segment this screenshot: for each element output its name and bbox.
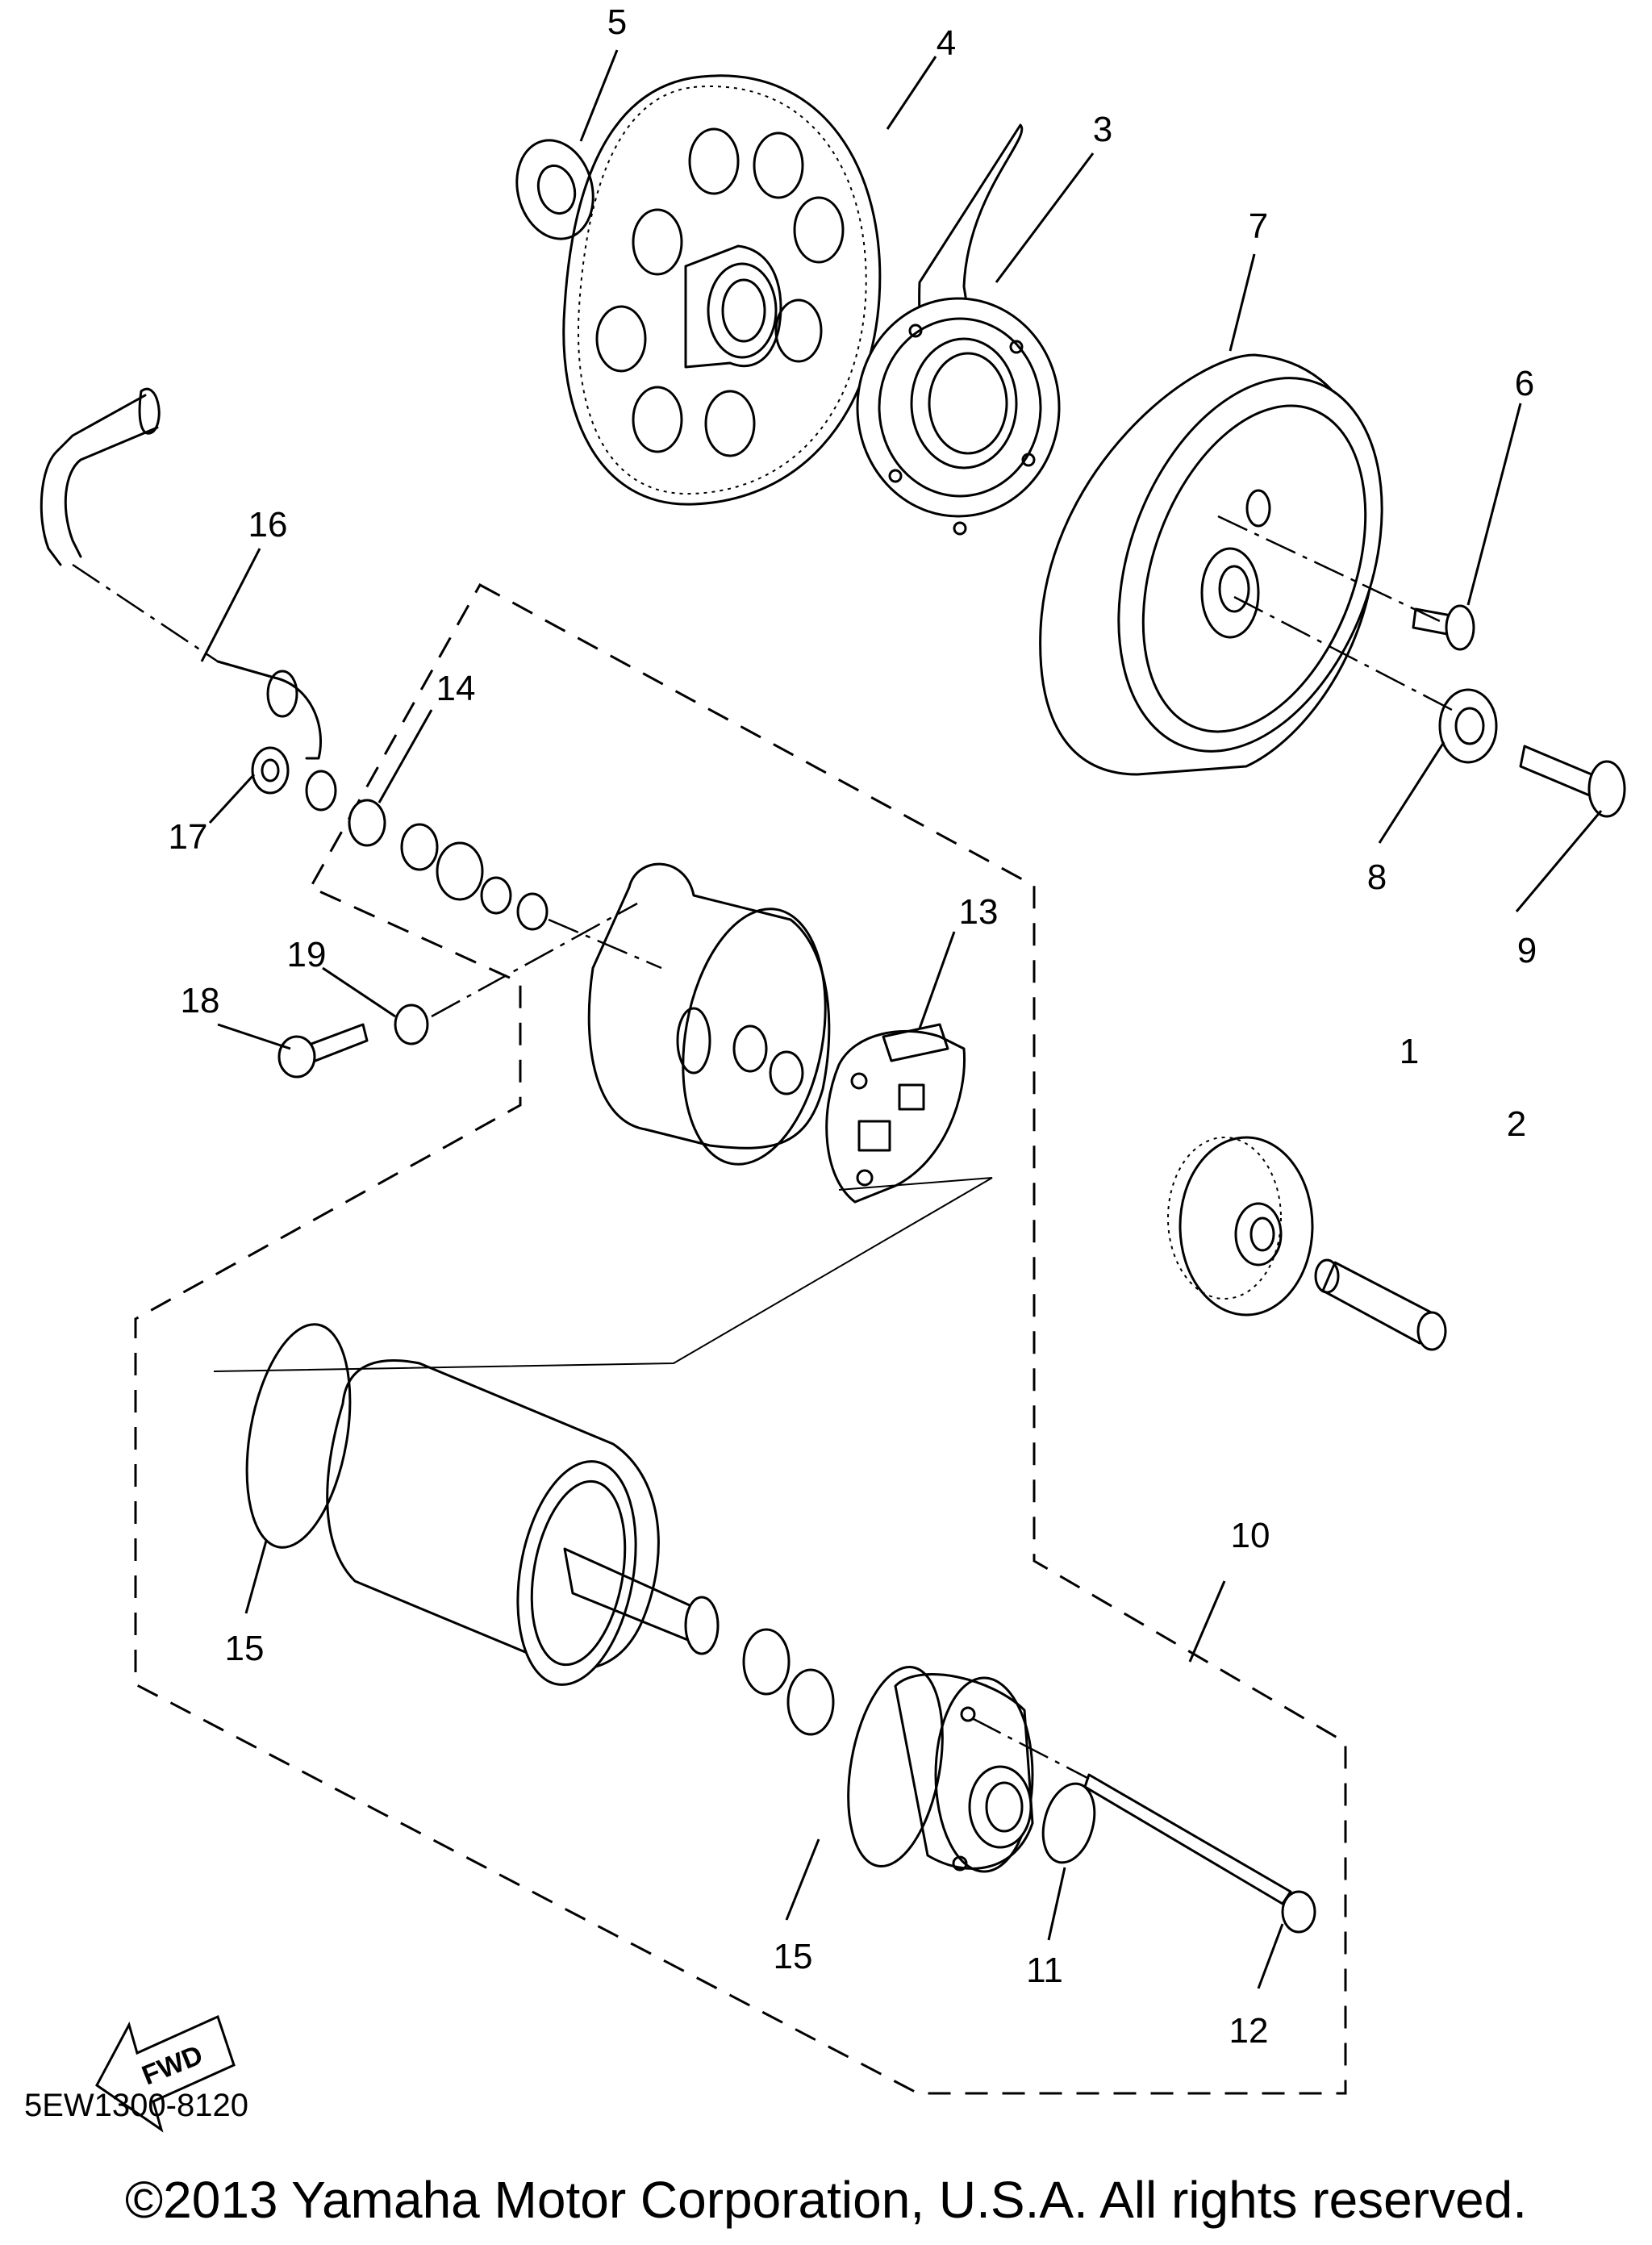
fwd-arrow-icon: FWD <box>95 2014 236 2133</box>
part-7-rotor <box>1039 353 1383 776</box>
part-19-washer <box>394 1004 429 1045</box>
starter-rear-cover <box>587 862 831 1166</box>
callout-6: 6 <box>1515 364 1534 403</box>
part-8-washer <box>1233 595 1498 764</box>
callout-4: 4 <box>937 23 956 63</box>
part-4-gear-plate <box>562 74 882 506</box>
starter-yoke-armature <box>326 1359 720 1686</box>
armature-washer-2 <box>786 1668 835 1736</box>
callout-8: 8 <box>1367 858 1387 897</box>
armature-washer-1 <box>742 1628 791 1696</box>
part-11-o-ring <box>1041 1782 1096 1864</box>
callout-2: 2 <box>1507 1104 1526 1144</box>
callout-10: 10 <box>1231 1516 1270 1555</box>
part-15-o-ring-lower <box>847 1666 944 1867</box>
callout-7: 7 <box>1249 207 1268 246</box>
callout-15-lower: 15 <box>774 1937 813 1976</box>
callout-13: 13 <box>959 892 999 932</box>
terminal-lug <box>305 770 337 812</box>
part-1-idle-gear <box>1167 1136 1314 1317</box>
part-12-through-bolt <box>971 1717 1316 1934</box>
callout-3: 3 <box>1093 110 1112 149</box>
callout-15-upper: 15 <box>225 1629 265 1668</box>
callout-17: 17 <box>169 817 208 857</box>
part-14-washer-stack <box>348 799 662 970</box>
callout-9: 9 <box>1517 931 1537 970</box>
part-15-o-ring-upper <box>245 1323 352 1549</box>
starter-assembly-outline <box>134 582 1347 2095</box>
part-16-starter-cable <box>40 387 323 760</box>
callout-5: 5 <box>607 2 627 42</box>
callout-14: 14 <box>436 669 476 708</box>
part-2-shaft <box>1314 1258 1447 1351</box>
part-18-bolt <box>277 1023 369 1079</box>
callout-18: 18 <box>181 981 220 1020</box>
drawing-code: 5EW1300-8120 <box>24 2088 248 2123</box>
part-5-washer <box>515 139 594 240</box>
callout-19: 19 <box>287 935 327 974</box>
copyright-notice: ©2013 Yamaha Motor Corporation, U.S.A. A… <box>124 2171 1528 2229</box>
part-9-flange-bolt <box>1519 745 1626 818</box>
callout-16: 16 <box>248 505 288 545</box>
part-13-brush-holder <box>213 1023 993 1372</box>
callout-11: 11 <box>1026 1951 1063 1990</box>
part-6-bolt <box>1217 515 1475 651</box>
part-19-center-line <box>431 902 638 1018</box>
starter-front-cover <box>894 1673 1034 1873</box>
part-17-nut <box>251 746 290 795</box>
callout-12: 12 <box>1229 2011 1269 2051</box>
part-3-clutch <box>856 123 1061 536</box>
brush-holder-pointer <box>213 1177 993 1372</box>
callout-1: 1 <box>1400 1032 1419 1071</box>
